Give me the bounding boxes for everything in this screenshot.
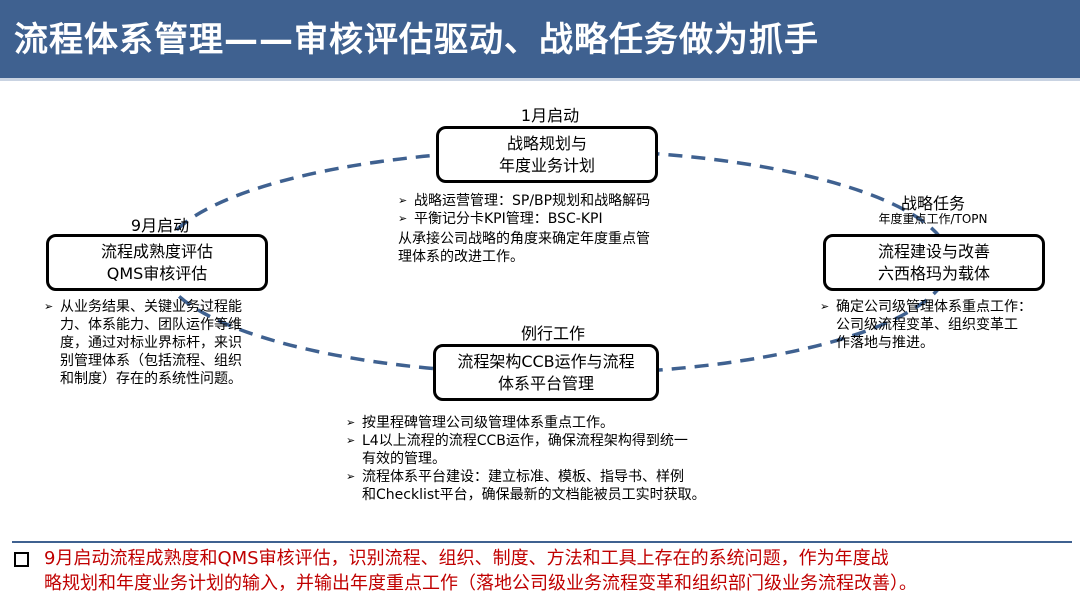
- left-caption: 9月启动: [130, 216, 190, 235]
- arrowhead-bullet-icon: ➢: [820, 300, 830, 313]
- left-bullets: ➢ 从业务结果、关键业务过程能 力、体系能力、团队运作等维 度，通过对标业界标杆…: [44, 298, 284, 388]
- top-node: 战略规划与 年度业务计划: [436, 126, 658, 183]
- top-node-line2: 年度业务计划: [498, 156, 595, 175]
- summary-block: 9月启动流程成熟度和QMS审核评估，识别流程、组织、制度、方法和工具上存在的系统…: [14, 546, 1068, 602]
- list-item: ➢L4以上流程的流程CCB运作，确保流程架构得到统一有效的管理。: [346, 433, 688, 467]
- arrowhead-bullet-icon: ➢: [346, 434, 356, 447]
- page-title: 流程体系管理——审核评估驱动、战略任务做为抓手: [14, 20, 819, 60]
- summary-text: 9月启动流程成熟度和QMS审核评估，识别流程、组织、制度、方法和工具上存在的系统…: [44, 548, 917, 594]
- bottom-node-line2: 体系平台管理: [497, 374, 594, 393]
- list-item: ➢ 从业务结果、关键业务过程能 力、体系能力、团队运作等维 度，通过对标业界标杆…: [44, 299, 242, 387]
- bottom-bullets: ➢按里程碑管理公司级管理体系重点工作。 ➢L4以上流程的流程CCB运作，确保流程…: [346, 414, 766, 504]
- top-caption: 1月启动: [520, 106, 580, 125]
- top-note: 从承接公司战略的角度来确定年度重点管 理体系的改进工作。: [398, 231, 650, 265]
- left-node-line2: QMS审核评估: [106, 264, 208, 283]
- right-node-line2: 六西格玛为载体: [877, 264, 990, 283]
- hollow-square-icon: [14, 552, 29, 567]
- right-node-line1: 流程建设与改善: [877, 242, 990, 261]
- left-node: 流程成熟度评估 QMS审核评估: [46, 234, 268, 291]
- list-item: ➢战略运营管理：SP/BP规划和战略解码: [398, 193, 651, 209]
- bottom-node-line1: 流程架构CCB运作与流程: [457, 352, 635, 371]
- left-node-line1: 流程成熟度评估: [100, 242, 213, 261]
- top-bullets: ➢战略运营管理：SP/BP规划和战略解码 ➢平衡记分卡KPI管理：BSC-KPI: [398, 192, 718, 228]
- bottom-caption: 例行工作: [520, 324, 585, 343]
- list-item: ➢按里程碑管理公司级管理体系重点工作。: [346, 415, 614, 431]
- bottom-node: 流程架构CCB运作与流程 体系平台管理: [433, 344, 659, 401]
- arrowhead-bullet-icon: ➢: [398, 212, 408, 225]
- title-underline: [0, 78, 1080, 81]
- list-item: ➢平衡记分卡KPI管理：BSC-KPI: [398, 211, 603, 227]
- summary-divider: [12, 541, 1072, 543]
- list-item: ➢ 确定公司级管理体系重点工作： 公司级流程变革、组织变革工 作落地与推进。: [820, 299, 1032, 351]
- top-node-line1: 战略规划与: [506, 134, 587, 153]
- arrowhead-bullet-icon: ➢: [346, 416, 356, 429]
- title-bar: 流程体系管理——审核评估驱动、战略任务做为抓手: [0, 0, 1080, 78]
- right-caption: 战略任务: [900, 194, 965, 213]
- list-item: ➢流程体系平台建设：建立标准、模板、指导书、样例和Checklist平台，确保最…: [346, 469, 706, 503]
- right-subcaption: 年度重点工作/TOPN: [878, 212, 988, 226]
- arrowhead-bullet-icon: ➢: [44, 300, 54, 313]
- arrowhead-bullet-icon: ➢: [346, 470, 356, 483]
- arrowhead-bullet-icon: ➢: [398, 194, 408, 207]
- right-bullets: ➢ 确定公司级管理体系重点工作： 公司级流程变革、组织变革工 作落地与推进。: [820, 298, 1070, 352]
- right-node: 流程建设与改善 六西格玛为载体: [823, 234, 1045, 291]
